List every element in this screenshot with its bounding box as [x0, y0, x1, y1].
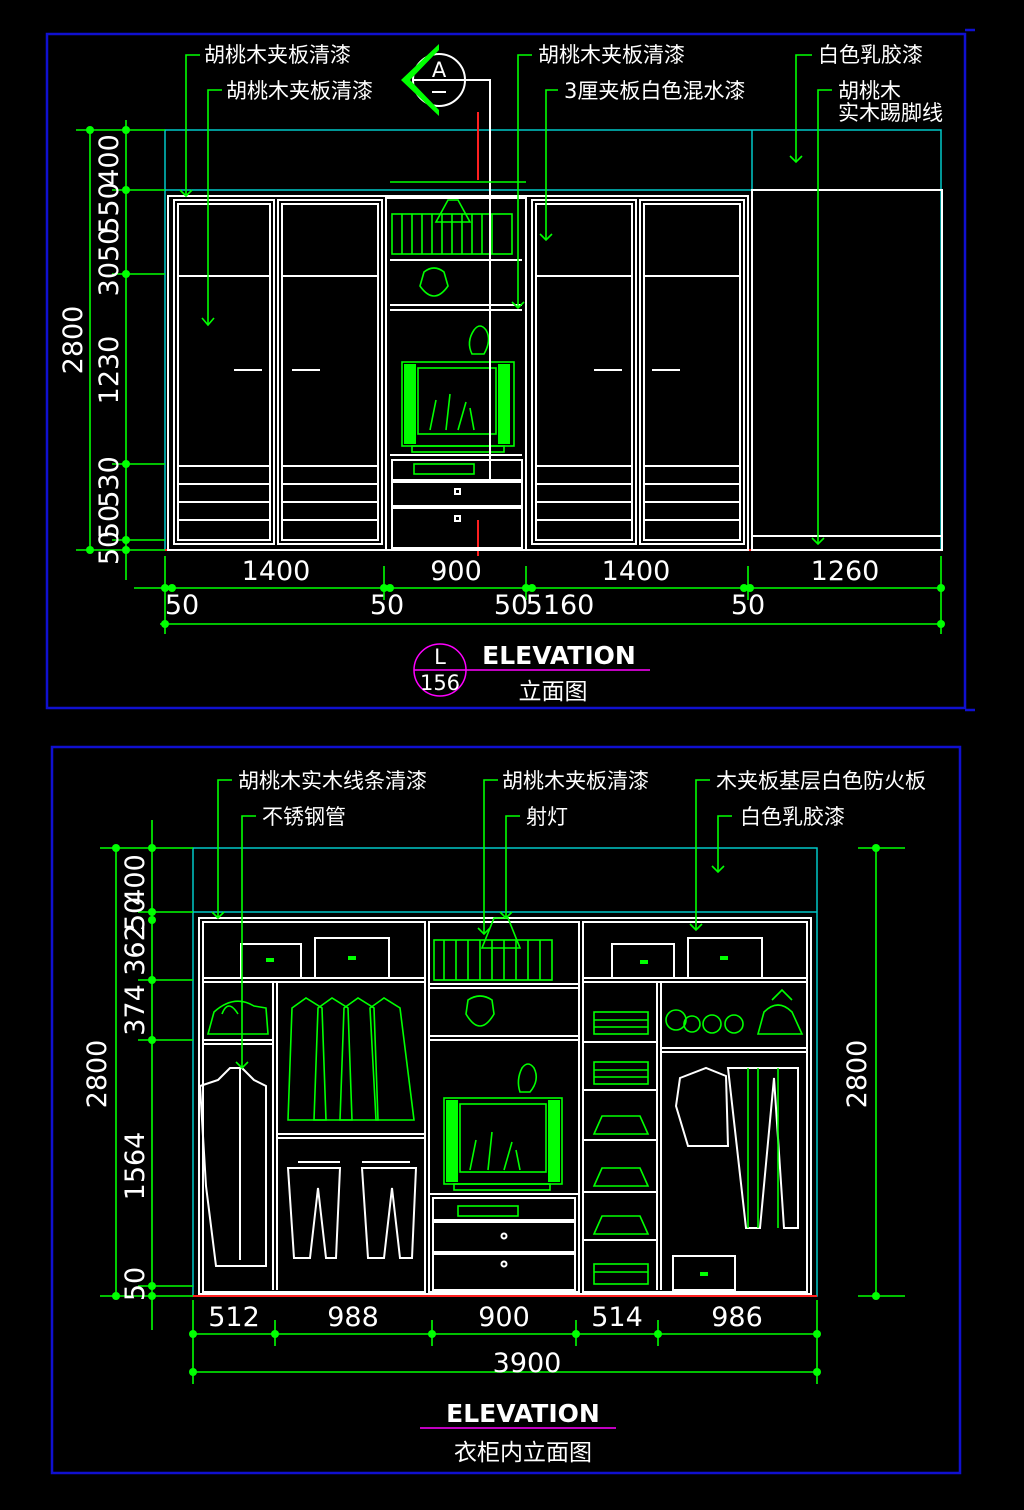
- top-dim-bottom2-5: 50: [731, 590, 765, 621]
- top-title-block: L 156 ELEVATION 立面图: [413, 641, 650, 705]
- accessories-icon: [665, 988, 804, 1035]
- top-dim-bottom2-1: 50: [165, 590, 199, 621]
- top-dim-bottom-1: 1400: [242, 556, 311, 587]
- top-dim-left-7: 50: [94, 531, 125, 565]
- top-leaders: [179, 54, 832, 546]
- top-dim-left-1: 400: [94, 134, 125, 186]
- bottom-right-dimensions: [858, 844, 905, 1300]
- bottom-dim-left-2: 50: [120, 897, 151, 931]
- top-dim-left-5: 530: [94, 456, 125, 508]
- bottom-label-2: 不锈钢管: [262, 805, 346, 829]
- bottom-dim-left-7: 2800: [82, 1040, 113, 1109]
- bottom-bottom-dimensions: [189, 1300, 821, 1384]
- bottom-leaders: [211, 779, 732, 1070]
- top-dim-left-4: 1230: [94, 336, 125, 405]
- bottom-elevation: 胡桃木实木线条清漆 不锈钢管 胡桃木夹板清漆 射灯 木夹板基层白色防火板 白色乳…: [50, 745, 962, 1475]
- top-bottom-dimensions: [134, 556, 945, 634]
- storage-box-2: [314, 937, 390, 979]
- vase-icon-2: [465, 995, 495, 1027]
- storage-box-3: [611, 943, 675, 979]
- top-label-6: 胡桃木: [838, 79, 901, 103]
- hanging-clothes-icon: [674, 1066, 799, 1229]
- top-label-3: 胡桃木夹板清漆: [538, 43, 685, 67]
- bottom-dim-total: 3900: [493, 1348, 562, 1379]
- bottom-subtitle: 衣柜内立面图: [454, 1440, 592, 1466]
- bottom-dim-left-5: 1564: [120, 1132, 151, 1201]
- top-dim-bottom2-3: 50: [494, 590, 528, 621]
- top-label-1: 胡桃木夹板清漆: [204, 43, 351, 67]
- tv-icon-2: [443, 1097, 563, 1191]
- bottom-dim-bottom-2: 988: [327, 1302, 379, 1333]
- bottom-dim-left-4: 374: [120, 984, 151, 1036]
- bottom-dim-left-6: 50: [120, 1267, 151, 1301]
- left-door-1: [173, 199, 275, 545]
- figurine-icon: [468, 325, 490, 355]
- top-dim-left-2: 550: [94, 182, 125, 234]
- section-marker-icon: A: [401, 44, 491, 480]
- top-title: ELEVATION: [482, 641, 636, 670]
- books-icon: [391, 199, 513, 255]
- bottom-label-4: 射灯: [526, 805, 568, 829]
- suit-icon: [198, 1067, 267, 1267]
- top-dim-left-3: 3050: [94, 228, 125, 297]
- bottom-dim-left-1: 400: [120, 854, 151, 906]
- bottom-wall-outline: [192, 847, 818, 1297]
- top-dim-bottom2-4: 5160: [526, 590, 595, 621]
- bottom-dim-bottom-1: 512: [208, 1302, 260, 1333]
- top-elevation: A 胡桃木夹板清漆 胡桃木夹板清漆 胡桃木夹板清漆 3厘夹板白色混水漆 白色乳胶…: [45, 28, 975, 712]
- top-label-2: 胡桃木夹板清漆: [226, 79, 373, 103]
- bottom-title-block: ELEVATION 衣柜内立面图: [420, 1399, 616, 1466]
- top-dim-left-8: 2800: [58, 306, 89, 375]
- trousers-icon: [286, 1161, 418, 1259]
- top-dim-left-6: 50: [94, 505, 125, 539]
- bottom-dim-left-3: 362: [120, 924, 151, 976]
- tall-side-panel: [751, 189, 943, 551]
- top-label-7: 实木踢脚线: [838, 101, 943, 125]
- bottom-label-3: 胡桃木夹板清漆: [502, 769, 649, 793]
- storage-box-4: [687, 937, 763, 979]
- bottom-dim-bottom-4: 514: [591, 1302, 643, 1333]
- bottom-dim-right-1: 2800: [842, 1040, 873, 1109]
- vase-icon: [419, 267, 449, 297]
- right-door-1: [531, 199, 637, 545]
- top-frame: [45, 32, 967, 710]
- top-subtitle: 立面图: [519, 679, 588, 705]
- bottom-left-dimensions: [100, 820, 193, 1330]
- top-tag-bottom: 156: [420, 671, 460, 695]
- top-dim-bottom-4: 1260: [811, 556, 880, 587]
- bottom-dim-bottom-3: 900: [478, 1302, 530, 1333]
- bottom-frame: [50, 745, 962, 1475]
- bottom-dim-bottom-5: 986: [711, 1302, 763, 1333]
- handbag-icon: [206, 1000, 269, 1035]
- bottom-title: ELEVATION: [446, 1399, 600, 1428]
- tv-icon: [401, 361, 515, 453]
- top-dim-bottom2-2: 50: [370, 590, 404, 621]
- figurine-icon-2: [517, 1063, 538, 1093]
- top-left-dimensions: [76, 120, 165, 580]
- center-unit: [385, 197, 527, 551]
- top-label-4: 3厘夹板白色混水漆: [564, 79, 745, 103]
- bottom-label-5: 木夹板基层白色防火板: [716, 769, 926, 793]
- books-icon-2: [433, 917, 553, 981]
- top-dim-bottom-3: 1400: [602, 556, 671, 587]
- folded-clothes-icon: [592, 1011, 650, 1285]
- storage-box-1: [240, 943, 302, 979]
- top-label-5: 白色乳胶漆: [818, 43, 923, 67]
- section-mark-label: A: [432, 58, 447, 82]
- left-door-2: [277, 199, 383, 545]
- right-door-2: [639, 199, 745, 545]
- bottom-label-6: 白色乳胶漆: [740, 805, 845, 829]
- storage-box-5: [672, 1255, 736, 1291]
- bottom-label-1: 胡桃木实木线条清漆: [238, 769, 427, 793]
- top-tag-top: L: [434, 645, 446, 669]
- jackets-icon: [287, 997, 415, 1121]
- top-dim-bottom-2: 900: [430, 556, 482, 587]
